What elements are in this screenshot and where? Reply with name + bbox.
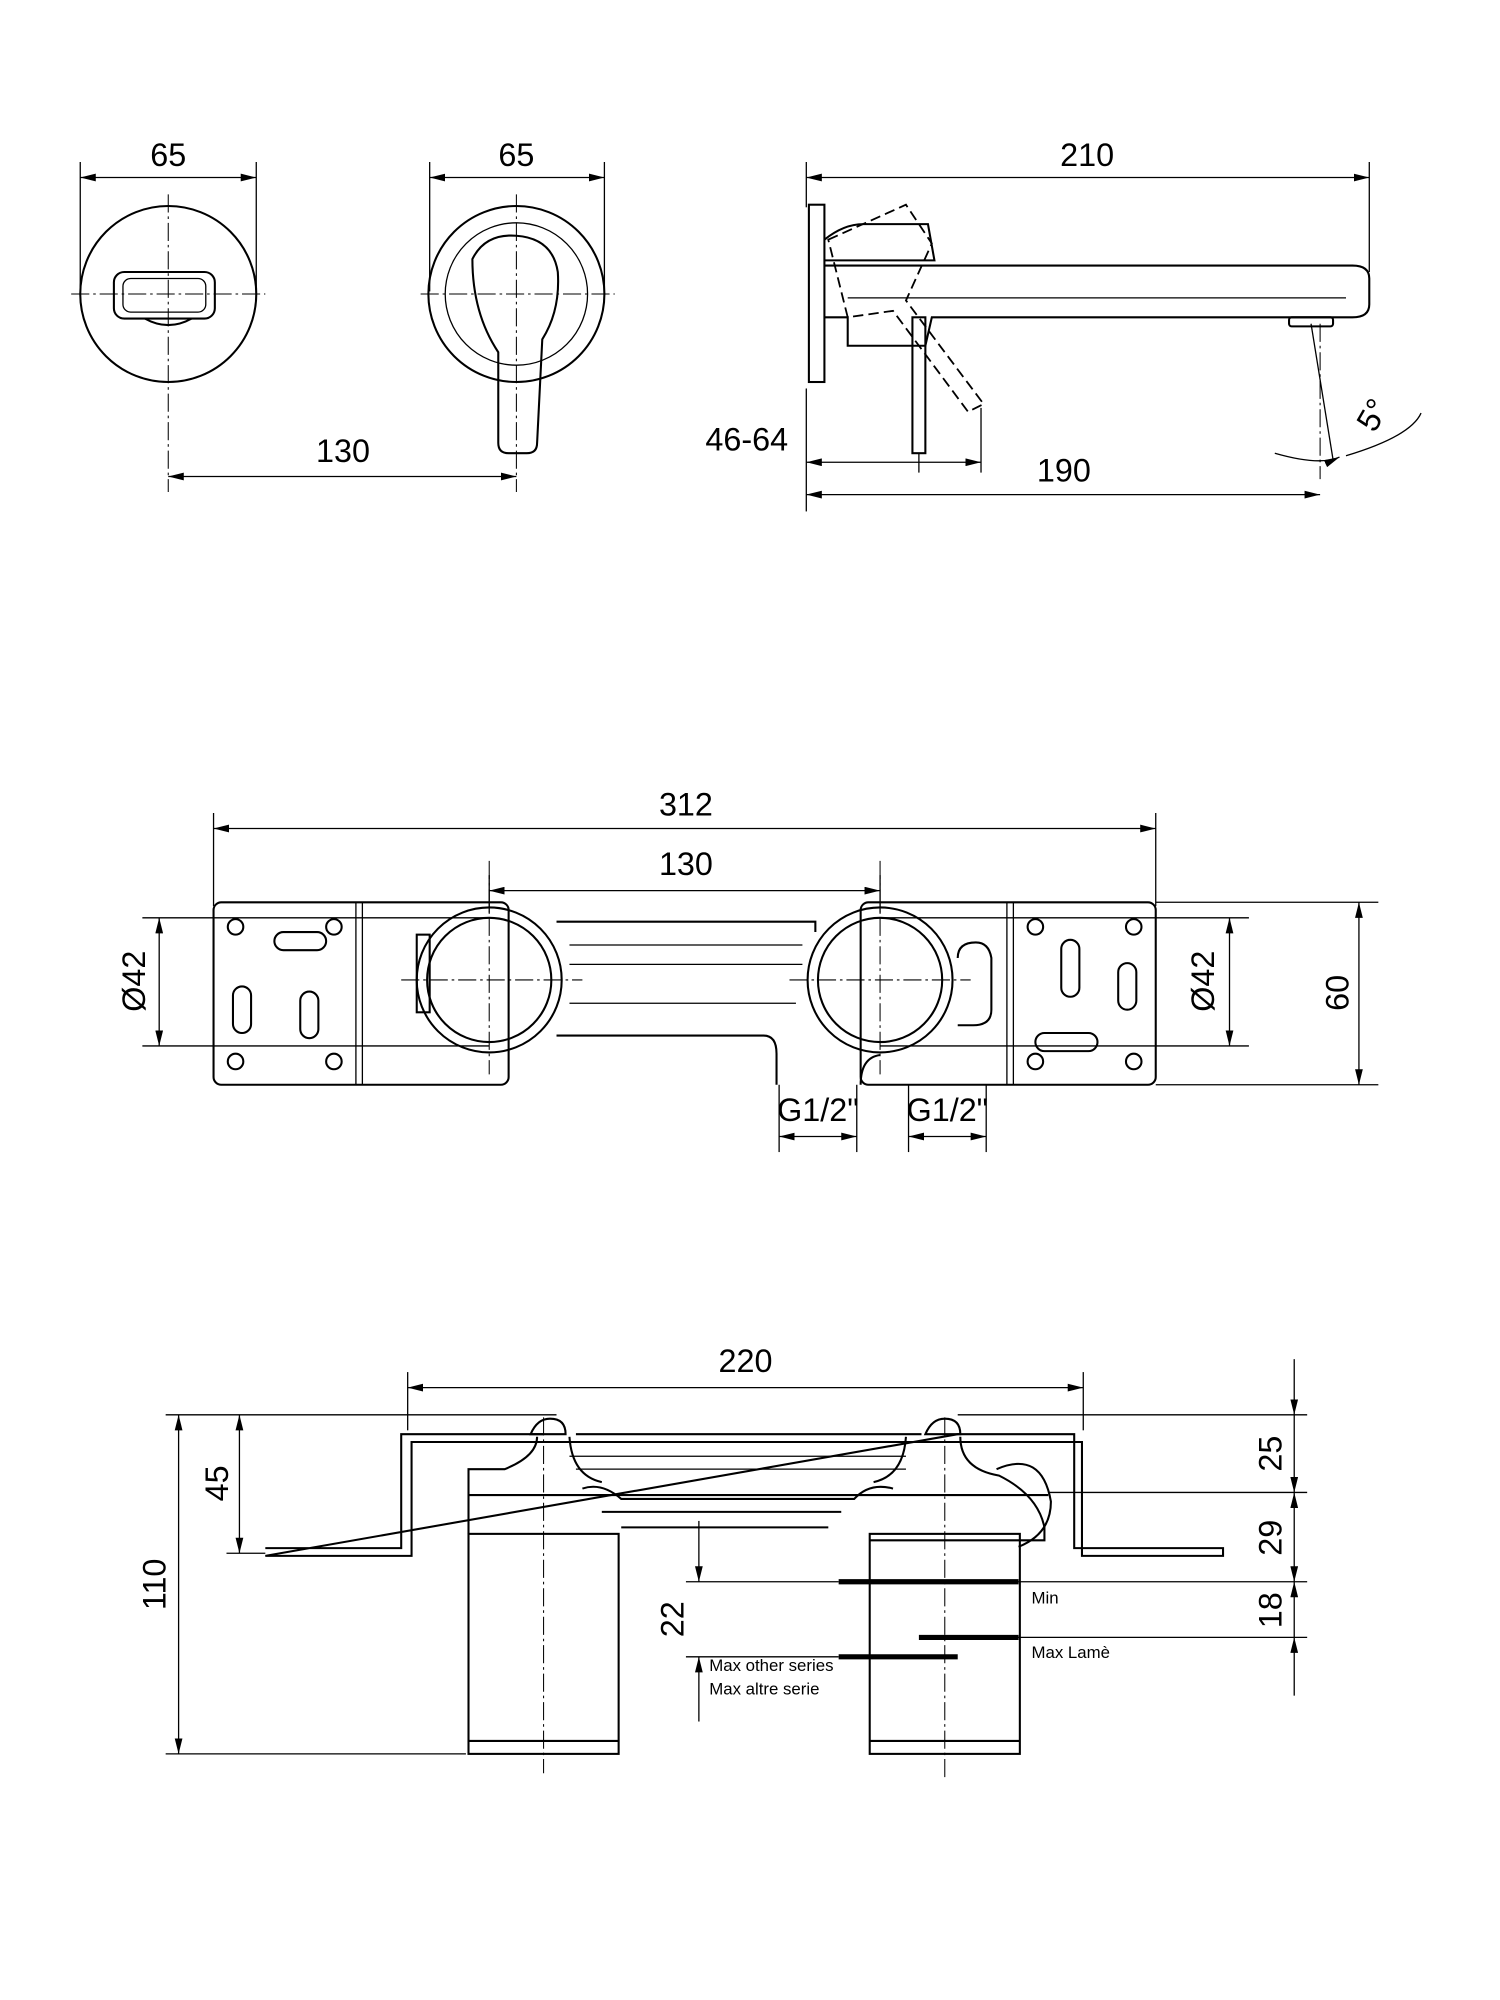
label-min: Min — [1031, 1589, 1058, 1608]
concealed-body-view: 312 130 Ø42 — [116, 787, 1379, 1153]
dim-right-diameter: Ø42 — [1185, 951, 1221, 1012]
dim-total-length: 312 — [659, 787, 713, 823]
dim-adjust-range: 22 — [654, 1601, 690, 1637]
dim-spout-width: 65 — [150, 137, 186, 173]
side-view: 210 46-64 190 5° — [705, 137, 1422, 512]
dim-width: 220 — [718, 1343, 772, 1379]
dim-total-depth: 110 — [137, 1559, 173, 1611]
dim-spout-angle: 5° — [1349, 392, 1396, 437]
dim-height: 60 — [1320, 975, 1356, 1011]
lever-front-view: 65 130 — [168, 137, 615, 493]
dim-mid: 29 — [1252, 1520, 1288, 1556]
spout-front-view: 65 — [71, 137, 266, 493]
left-connection-label: G1/2" — [777, 1092, 859, 1128]
right-connection-label: G1/2" — [907, 1092, 989, 1128]
dim-bracket-depth: 45 — [199, 1465, 235, 1501]
label-max-altre-serie: Max altre serie — [709, 1679, 819, 1698]
installation-section-view: 220 22 Min Max Lamè Max other series Max… — [137, 1343, 1308, 1780]
label-max-lame: Max Lamè — [1031, 1643, 1110, 1662]
dim-box-centre-distance: 130 — [659, 846, 713, 882]
dim-top: 25 — [1252, 1436, 1288, 1472]
dim-wall-range: 46-64 — [705, 422, 788, 458]
label-max-other-series: Max other series — [709, 1656, 833, 1675]
dim-lever-width: 65 — [498, 137, 534, 173]
dim-left-diameter: Ø42 — [116, 951, 152, 1012]
dim-projection-outlet: 190 — [1037, 453, 1091, 489]
dim-centre-distance: 130 — [316, 433, 370, 469]
dim-low: 18 — [1252, 1592, 1288, 1628]
dim-projection-total: 210 — [1060, 137, 1114, 173]
